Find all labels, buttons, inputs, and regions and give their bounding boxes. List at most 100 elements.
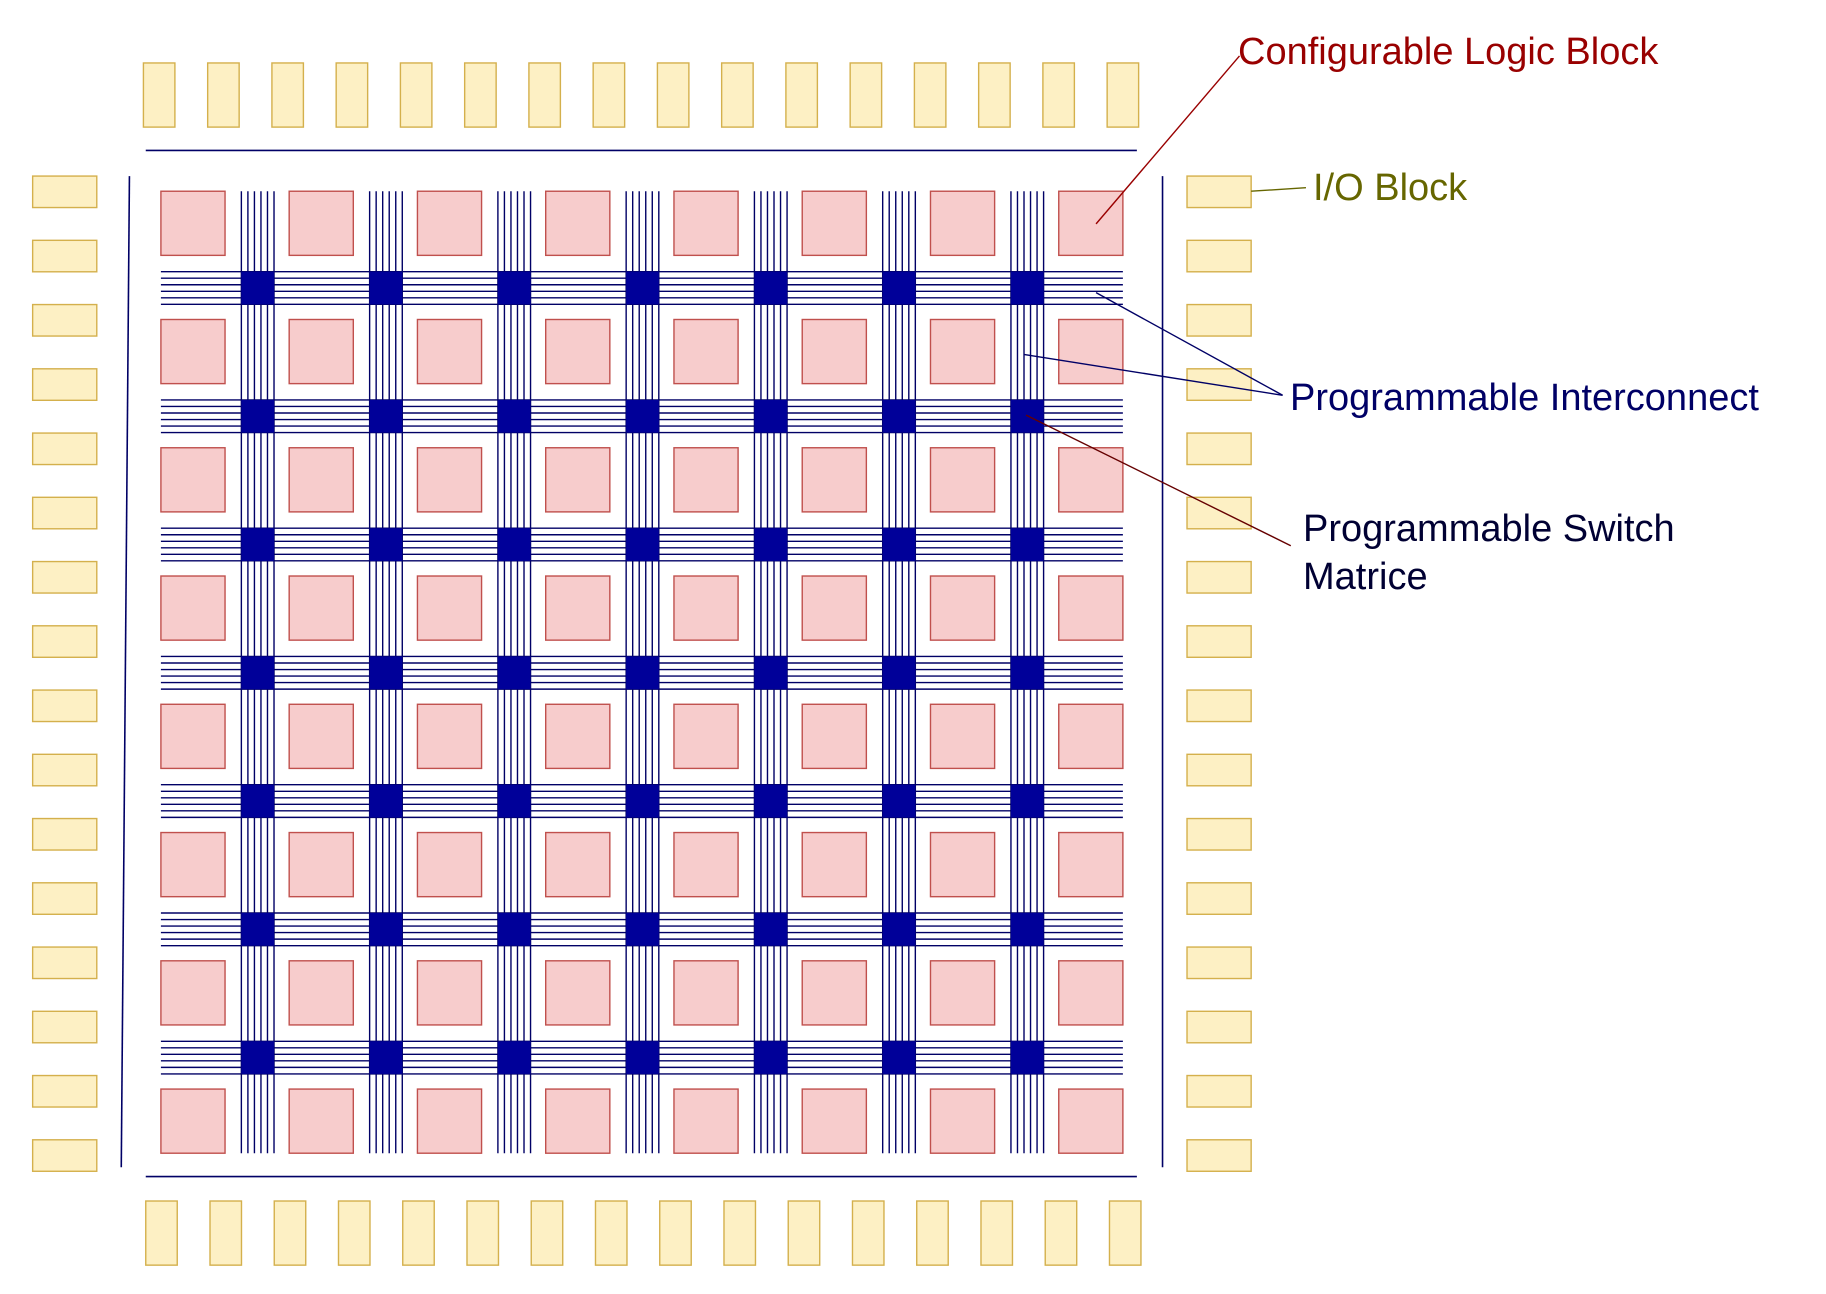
switch-matrix (241, 271, 275, 305)
clb-block (801, 703, 868, 770)
leader-interconnect-1 (1095, 292, 1283, 396)
io-pad (31, 689, 98, 723)
clb-block (929, 1088, 996, 1154)
clb-block (545, 703, 611, 770)
clb-block (545, 575, 611, 641)
io-pad (1186, 1074, 1252, 1108)
clb-block (288, 190, 355, 257)
io-pad (849, 62, 883, 128)
io-pads-right (1186, 175, 1252, 1172)
io-pads-left (31, 175, 98, 1172)
clb-block (416, 190, 483, 257)
clb-block (416, 831, 483, 898)
leader-clb (1095, 55, 1241, 225)
clb-block (801, 1088, 868, 1154)
clb-block (929, 960, 996, 1026)
switch-matrix (1010, 913, 1044, 946)
clb-block (801, 318, 868, 385)
switch-matrix (241, 913, 275, 946)
switch-matrix (369, 528, 403, 561)
switch-matrix (882, 528, 916, 561)
clb-block (929, 831, 996, 898)
switch-matrix (882, 913, 916, 946)
io-pad (1186, 817, 1252, 851)
switch-matrix (241, 656, 275, 690)
io-pad (31, 1074, 98, 1108)
io-pad (31, 239, 98, 273)
io-pad (31, 946, 98, 980)
clb-block (160, 1088, 226, 1154)
clb-block (288, 1088, 355, 1154)
clb-block (288, 575, 355, 641)
io-pad (1186, 1010, 1252, 1044)
io-pad (785, 62, 819, 128)
switch-matrix (1010, 784, 1044, 818)
clb-block (673, 831, 739, 898)
clb-block (801, 575, 868, 641)
io-pad (787, 1200, 821, 1266)
clb-block (673, 318, 739, 385)
io-pad (31, 368, 98, 401)
io-pad (1108, 1200, 1142, 1266)
io-pad (723, 1200, 757, 1266)
clb-block (160, 960, 226, 1026)
clb-block (801, 831, 868, 898)
switch-matrix (369, 1041, 403, 1074)
switch-matrix (626, 1041, 659, 1074)
switch-matrix (241, 399, 275, 433)
io-pad (31, 1010, 98, 1044)
clb-block (673, 575, 739, 641)
io-pad (145, 1200, 178, 1266)
io-pad (1186, 753, 1252, 787)
clb-block (288, 831, 355, 898)
clb-block (160, 190, 226, 257)
switch-matrix (369, 784, 403, 818)
label-configurable-logic-block: Configurable Logic Block (1238, 31, 1659, 73)
io-pad (916, 1200, 949, 1266)
clb-block (160, 318, 226, 385)
io-pad (466, 1200, 500, 1266)
switch-matrix (241, 528, 275, 561)
clb-block (288, 447, 355, 513)
switch-matrix (754, 913, 788, 946)
switch-matrix (497, 399, 531, 433)
io-pad (913, 62, 947, 128)
io-pad (209, 1200, 243, 1266)
switch-matrix (241, 784, 275, 818)
clb-block (160, 831, 226, 898)
clb-block (1058, 1088, 1124, 1154)
io-pad (31, 303, 98, 337)
label-programmable-switch: Programmable Switch (1303, 508, 1675, 550)
switch-matrix (1010, 1041, 1044, 1074)
clb-block (288, 703, 355, 770)
io-pad (1106, 62, 1140, 128)
io-pad (31, 1139, 98, 1172)
io-pad (31, 625, 98, 658)
io-pad (1186, 239, 1252, 273)
io-pad (271, 62, 305, 128)
clb-block (1058, 703, 1124, 770)
switch-matrix (241, 1041, 275, 1074)
switch-matrix (497, 1041, 531, 1074)
clb-block (929, 447, 996, 513)
switch-matrix (754, 1041, 788, 1074)
clb-block (801, 960, 868, 1026)
clb-block (673, 447, 739, 513)
io-pad (851, 1200, 885, 1266)
clb-block (1058, 960, 1124, 1026)
io-pad (1186, 303, 1252, 337)
io-pad (592, 62, 626, 128)
chip-boundary-lines (120, 149, 1164, 1178)
switch-matrix (369, 656, 403, 690)
switch-matrix (497, 656, 531, 690)
io-pad (31, 882, 98, 915)
io-pad (530, 1200, 564, 1266)
label-matrice: Matrice (1303, 556, 1428, 598)
io-pad (1186, 432, 1252, 466)
switch-matrix (1010, 656, 1044, 690)
leader-interconnect-2 (1023, 353, 1283, 396)
clb-block (545, 447, 611, 513)
io-pad (1186, 689, 1252, 723)
io-pad (1042, 62, 1076, 128)
clb-block (416, 1088, 483, 1154)
